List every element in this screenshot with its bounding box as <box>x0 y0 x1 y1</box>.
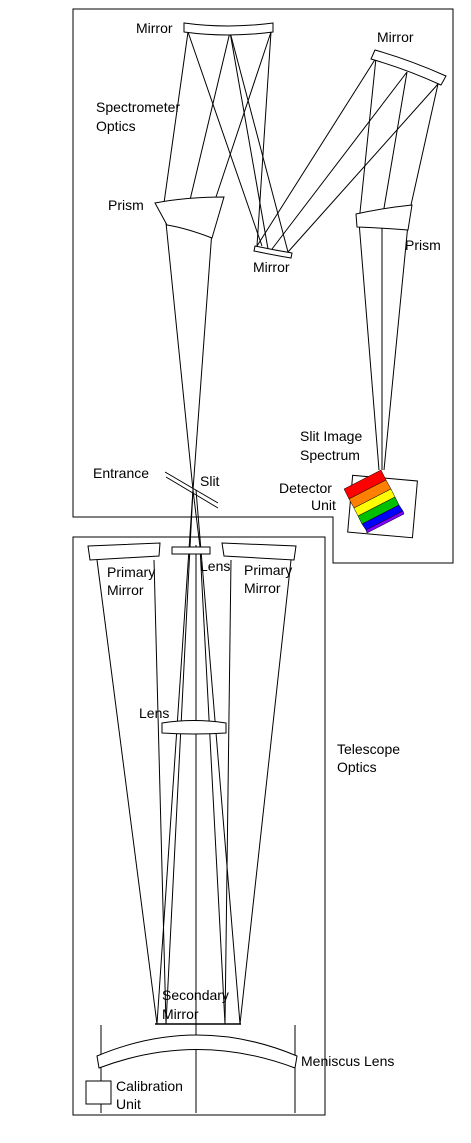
mirror-center-shape <box>253 245 293 259</box>
lens-top-label: Lens <box>200 558 230 574</box>
entrance-slit <box>164 471 219 509</box>
optical-components <box>85 22 447 1105</box>
ray-slit-below-a <box>189 489 194 548</box>
mirror-center-label: Mirror <box>253 259 290 275</box>
ray-prism-to-mirror-b <box>213 31 272 204</box>
ray-prism-to-mirror-a <box>163 31 189 204</box>
prism-right-shape <box>355 204 413 231</box>
mirror-top-right-shape <box>370 49 447 86</box>
detector-label-line-2: Unit <box>311 497 336 513</box>
prism-left-label: Prism <box>108 197 144 213</box>
labels: Spectrometer Optics Mirror Mirror Prism … <box>93 20 441 1112</box>
calibration-unit-label-line-2: Unit <box>116 1096 141 1112</box>
ray-mirror-cross-a <box>187 31 263 247</box>
light-rays <box>96 31 439 1113</box>
ray-right-mirror-down-a <box>358 57 377 223</box>
spectrometer-enclosure <box>72 8 454 564</box>
ray-slit-to-prism-left-a <box>163 202 194 491</box>
spectrometer-title-line-2: Optics <box>96 118 136 134</box>
secondary-mirror-label-line-2: Mirror <box>162 1006 199 1022</box>
primary-mirror-right-label-line-1: Primary <box>244 562 292 578</box>
ray-slit-below-b <box>192 489 201 548</box>
ray-center-to-right-a <box>256 57 377 247</box>
ray-right-mirror-down-b <box>381 71 408 221</box>
ray-prism-to-detector-c <box>383 213 410 471</box>
ray-right-mirror-down-c <box>408 83 439 215</box>
primary-mirror-right-shape <box>221 542 297 561</box>
ray-primary-left-outer <box>96 559 158 1025</box>
ray-primary-right-outer <box>239 559 292 1025</box>
slit-label: Slit <box>200 473 220 489</box>
primary-mirror-left-label-line-2: Mirror <box>107 582 144 598</box>
slit-image-label-line-1: Slit Image <box>300 428 362 444</box>
meniscus-lens-label: Meniscus Lens <box>301 1053 394 1069</box>
ray-center-to-right-b <box>271 71 408 250</box>
primary-mirror-right-label-line-2: Mirror <box>244 580 281 596</box>
primary-mirror-left-label-line-1: Primary <box>107 564 155 580</box>
ray-secondary-right <box>195 489 241 1025</box>
ray-mirror-cross-c <box>256 31 272 247</box>
mirror-top-right-label: Mirror <box>377 29 414 45</box>
telescope-enclosure <box>72 536 326 1116</box>
calibration-unit-box <box>85 1080 112 1105</box>
ray-mirror-cross-b <box>229 31 289 253</box>
ray-secondary-left <box>156 489 194 1025</box>
entrance-label: Entrance <box>93 465 149 481</box>
prism-right-label: Prism <box>405 237 441 253</box>
slit-image-spectrum <box>343 469 405 534</box>
ray-prism-to-detector-a <box>358 221 380 471</box>
meniscus-lens-shape <box>96 1034 298 1069</box>
secondary-mirror-label-line-1: Secondary <box>162 987 229 1003</box>
mirror-top-left-label: Mirror <box>136 20 173 36</box>
lens-top-shape <box>171 546 211 555</box>
detector-label-line-1: Detector <box>279 480 332 496</box>
ray-center-to-right-c <box>287 83 439 253</box>
telescope-title-line-2: Optics <box>337 759 377 775</box>
ray-secondary-right-2 <box>199 546 226 1025</box>
ray-mirror-cross-d <box>229 31 269 250</box>
slit-image-label-line-2: Spectrum <box>300 447 360 463</box>
ray-prism-to-mirror-c <box>189 31 231 201</box>
ray-secondary-left-2 <box>165 546 191 1025</box>
primary-mirror-left-shape <box>87 542 161 561</box>
spectrum-band-violet <box>365 510 405 534</box>
ray-primary-left-inner <box>153 559 167 1025</box>
calibration-unit-label-line-1: Calibration <box>116 1078 183 1094</box>
mirror-top-left-shape <box>183 22 274 36</box>
ray-primary-right-inner <box>224 559 232 1025</box>
spectrometer-title-line-1: Spectrometer <box>96 99 180 115</box>
telescope-title-line-1: Telescope <box>337 741 400 757</box>
lens-mid-shape <box>161 720 227 735</box>
ray-slit-to-prism-left-b <box>192 202 215 491</box>
prism-left-shape <box>154 196 225 239</box>
lens-mid-label: Lens <box>139 705 169 721</box>
